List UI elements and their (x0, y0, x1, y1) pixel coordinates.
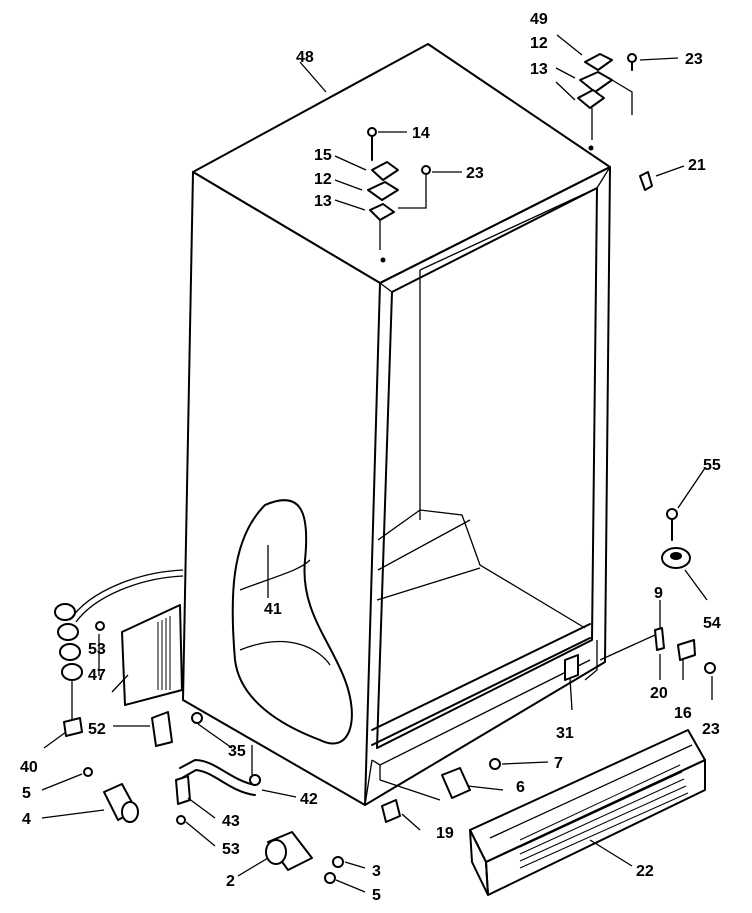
part-4-5-roller (83, 767, 139, 823)
callout-5: 5 (372, 887, 381, 904)
part-2-3-5-roller (265, 831, 344, 884)
callout-23: 23 (702, 721, 720, 738)
callout-3: 3 (372, 863, 381, 880)
callout-49: 49 (530, 11, 548, 28)
callout-13: 13 (530, 61, 548, 78)
part-9-20-16 (599, 627, 716, 674)
callout-14: 14 (412, 125, 430, 142)
callout-9: 9 (654, 585, 663, 602)
callout-52: 52 (88, 721, 106, 738)
callout-40: 40 (20, 759, 38, 776)
callout-23: 23 (466, 165, 484, 182)
callout-48: 48 (296, 49, 314, 66)
callout-31: 31 (556, 725, 574, 742)
callout-42: 42 (300, 791, 318, 808)
callout-54: 54 (703, 615, 721, 632)
callout-53: 53 (222, 841, 240, 858)
callout-12: 12 (314, 171, 332, 188)
part-21 (639, 171, 653, 191)
callout-4: 4 (22, 811, 31, 828)
upper-hinge-assembly-left (367, 127, 431, 250)
callout-13: 13 (314, 193, 332, 210)
part-55-54 (661, 508, 691, 569)
callout-41: 41 (264, 601, 282, 618)
callout-55: 55 (703, 457, 721, 474)
callout-23: 23 (685, 51, 703, 68)
callout-22: 22 (636, 863, 654, 880)
part-31 (564, 654, 579, 681)
callout-7: 7 (554, 755, 563, 772)
callout-labels: 48 49 12 13 23 14 15 12 23 13 21 55 54 9… (20, 11, 721, 904)
callout-5: 5 (22, 785, 31, 802)
cabinet (182, 43, 611, 806)
part-6-7-19 (381, 758, 501, 823)
part-52-35 (151, 711, 203, 747)
base-grille (469, 729, 706, 896)
upper-hinge-assembly-right (577, 53, 637, 140)
part-42-43 (175, 745, 261, 825)
callout-53: 53 (88, 641, 106, 658)
callout-16: 16 (674, 705, 692, 722)
callout-12: 12 (530, 35, 548, 52)
power-cord-and-compressor (54, 569, 184, 737)
part-47-53 (95, 604, 183, 706)
callout-2: 2 (226, 873, 235, 890)
callout-15: 15 (314, 147, 332, 164)
callout-35: 35 (228, 743, 246, 760)
callout-19: 19 (436, 825, 454, 842)
leader-lines (41, 34, 713, 893)
callout-47: 47 (88, 667, 106, 684)
callout-6: 6 (516, 779, 525, 796)
callout-43: 43 (222, 813, 240, 830)
callout-20: 20 (650, 685, 668, 702)
callout-21: 21 (688, 157, 706, 174)
